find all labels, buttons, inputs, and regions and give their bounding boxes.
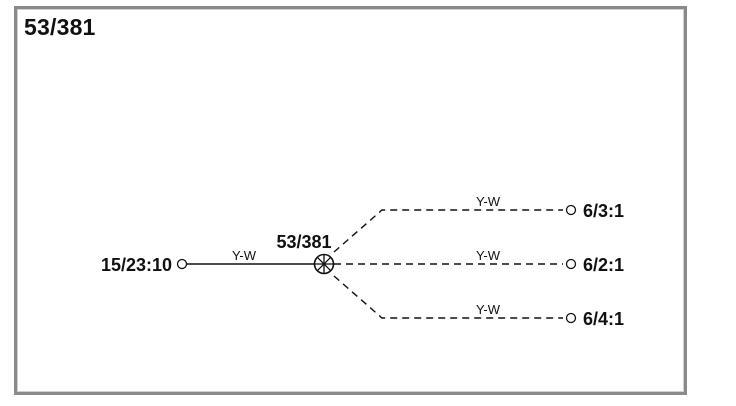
branch-wire-label-top: Y-W — [476, 194, 501, 209]
diagram-title: 53/381 — [24, 14, 96, 40]
splice-label: 53/381 — [276, 232, 331, 252]
source-wire-label: Y-W — [232, 248, 257, 263]
splice-icon — [313, 253, 335, 275]
branch-wire-top — [333, 209, 563, 253]
terminal-label-middle: 6/2:1 — [583, 255, 624, 275]
terminal-icon-middle — [565, 258, 577, 270]
terminal-icon-top — [565, 204, 577, 216]
branch-wire-label-middle: Y-W — [476, 248, 501, 263]
branch-wire-label-bottom: Y-W — [476, 302, 501, 317]
diagram-frame — [14, 6, 687, 395]
terminal-icon-bottom — [565, 312, 577, 324]
terminal-label-top: 6/3:1 — [583, 201, 624, 221]
source-terminal-label: 15/23:10 — [101, 255, 172, 275]
branch-wire-bottom — [333, 275, 563, 319]
terminal-label-bottom: 6/4:1 — [583, 309, 624, 329]
source-terminal-icon — [176, 258, 188, 270]
